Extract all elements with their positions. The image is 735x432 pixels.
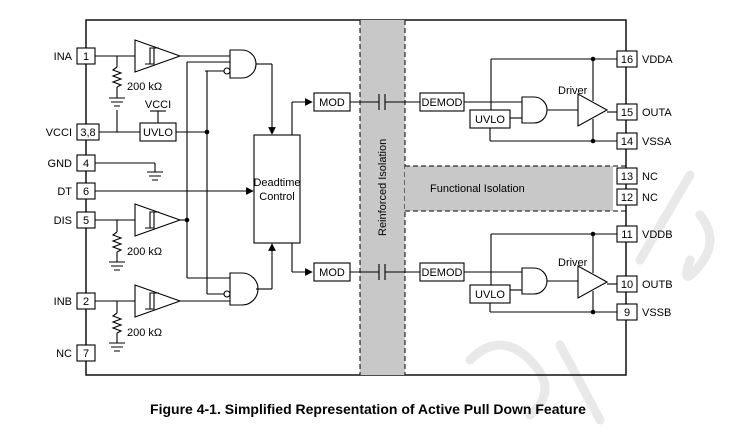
pin-vssa: 14 VSSA (616, 132, 672, 150)
svg-text:3,8: 3,8 (80, 127, 95, 139)
svg-text:NC: NC (56, 348, 72, 360)
svg-text:9: 9 (624, 307, 630, 319)
pin-dis: 5 DIS (54, 211, 96, 229)
svg-text:OUTB: OUTB (642, 279, 673, 291)
uvlo-enable-bus (184, 61, 230, 295)
left-pins: 1 INA 3,8 VCCI 4 GND 6 DT 5 DIS 2 INB (46, 47, 100, 362)
watermark (465, 170, 715, 425)
output-b-driver: Driver UVLO (464, 231, 617, 315)
svg-text:15: 15 (621, 107, 633, 119)
pulldown-resistor-a (111, 66, 123, 88)
functional-isolation-label: Functional Isolation (430, 183, 525, 195)
svg-text:2: 2 (83, 296, 89, 308)
svg-text:DEMOD: DEMOD (422, 97, 463, 109)
pin-outa: 15 OUTA (616, 103, 672, 121)
gnd-connection (95, 162, 163, 181)
svg-text:VSSA: VSSA (642, 136, 672, 148)
driver-label-b: Driver (558, 257, 588, 269)
pulldown-resistor-dis (111, 231, 123, 253)
svg-text:VSSB: VSSB (642, 307, 671, 319)
pin-ina: 1 INA (54, 47, 96, 65)
svg-text:MOD: MOD (319, 97, 345, 109)
pin-inb: 2 INB (54, 292, 96, 310)
demod-block-b: DEMOD (419, 262, 465, 282)
svg-text:DIS: DIS (54, 215, 72, 227)
pulldown-resistor-b (111, 312, 123, 334)
deadtime-control-block: Deadtime Control (253, 134, 301, 244)
pin-vddb: 11 VDDB (616, 225, 673, 243)
and-gate-b (223, 243, 276, 306)
svg-text:16: 16 (621, 54, 633, 66)
svg-text:10: 10 (621, 279, 633, 291)
pin-vdda: 16 VDDA (616, 50, 673, 68)
svg-text:VCCI: VCCI (46, 127, 72, 139)
pin-vssb: 9 VSSB (616, 303, 671, 321)
vcci-supply-label: VCCI (145, 99, 171, 111)
pin-nc: 7 NC (56, 344, 96, 362)
svg-text:Control: Control (259, 191, 294, 203)
reinforced-isolation-label: Reinforced Isolation (377, 139, 389, 236)
ina-input-chain: 200 kΩ (95, 39, 230, 107)
svg-text:INA: INA (54, 51, 73, 63)
svg-text:OUTA: OUTA (642, 107, 672, 119)
svg-text:UVLO: UVLO (475, 114, 505, 126)
svg-text:1: 1 (83, 51, 89, 63)
pin-outb: 10 OUTB (616, 275, 673, 293)
svg-text:11: 11 (621, 229, 632, 241)
pin-nc-12: 12 NC (616, 188, 658, 206)
output-a-driver: Driver UVLO (464, 56, 617, 144)
inb-input-chain: 200 kΩ (95, 284, 230, 352)
right-pins: 16 VDDA 15 OUTA 14 VSSA 13 NC 12 NC 11 V… (616, 50, 673, 321)
isolation-capacitor-a (350, 94, 420, 110)
driver-buffer-a (577, 93, 609, 127)
functional-isolation-band: Functional Isolation (405, 165, 626, 212)
pin-nc-13: 13 NC (616, 167, 658, 185)
resistor-label-a: 200 kΩ (127, 81, 162, 93)
svg-text:Deadtime: Deadtime (253, 177, 300, 189)
svg-text:12: 12 (621, 192, 633, 204)
mod-block-b: MOD (313, 262, 351, 282)
svg-text:NC: NC (642, 171, 658, 183)
schmitt-buffer-dis (134, 203, 182, 237)
svg-text:4: 4 (83, 158, 89, 170)
figure-caption: Figure 4-1. Simplified Representation of… (150, 401, 586, 417)
driver-label-a: Driver (558, 85, 588, 97)
svg-text:13: 13 (621, 171, 633, 183)
pin-vcci: 3,8 VCCI (46, 123, 100, 141)
dis-input-chain: 200 kΩ (95, 203, 187, 271)
svg-text:NC: NC (642, 192, 658, 204)
svg-text:14: 14 (621, 136, 633, 148)
isolation-capacitor-b (350, 264, 420, 280)
svg-text:VDDA: VDDA (642, 54, 673, 66)
svg-text:7: 7 (83, 348, 89, 360)
schmitt-buffer-a (134, 39, 182, 73)
demod-block-a: DEMOD (419, 92, 465, 112)
svg-text:DT: DT (57, 186, 72, 198)
svg-text:UVLO: UVLO (143, 127, 173, 139)
svg-text:UVLO: UVLO (475, 289, 505, 301)
svg-text:INB: INB (54, 296, 72, 308)
svg-text:DEMOD: DEMOD (422, 267, 463, 279)
mod-block-a: MOD (313, 92, 351, 112)
vcci-uvlo-block: UVLO VCCI (99, 99, 210, 142)
svg-text:VDDB: VDDB (642, 229, 673, 241)
schmitt-buffer-b (134, 284, 182, 318)
pin-gnd: 4 GND (48, 154, 96, 172)
reinforced-isolation-barrier: Reinforced Isolation (359, 20, 406, 375)
svg-text:6: 6 (83, 186, 89, 198)
resistor-label-dis: 200 kΩ (127, 246, 162, 258)
svg-text:5: 5 (83, 215, 89, 227)
ground-symbol (109, 97, 125, 107)
and-gate-a (205, 49, 276, 135)
pin-dt: 6 DT (57, 182, 96, 200)
driver-buffer-b (577, 265, 609, 299)
svg-text:MOD: MOD (319, 267, 345, 279)
svg-text:GND: GND (48, 158, 73, 170)
resistor-label-b: 200 kΩ (127, 327, 162, 339)
